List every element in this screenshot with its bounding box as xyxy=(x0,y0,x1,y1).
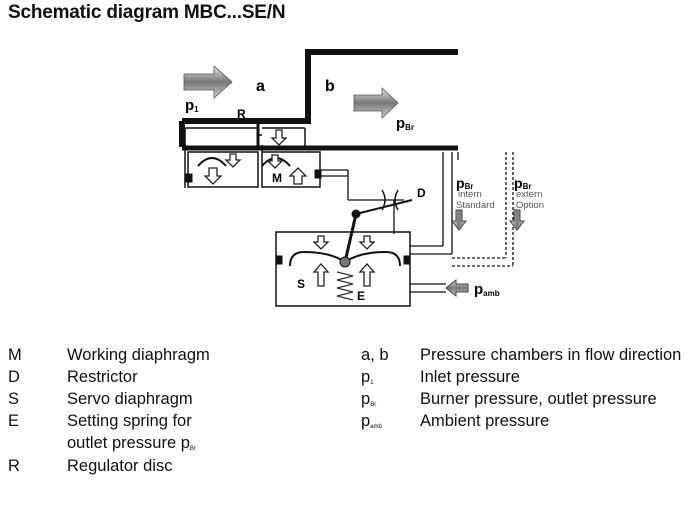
outlet-flow-arrow xyxy=(353,87,399,119)
legend-desc: Restrictor xyxy=(67,368,138,386)
label-p1: p1 xyxy=(185,97,199,114)
label-pbr-intern: pBr xyxy=(456,175,473,191)
label-pbr-extern: pBr xyxy=(514,175,531,191)
label-e: E xyxy=(357,289,365,303)
inlet-flow-arrow xyxy=(183,65,233,99)
legend-key: p1 xyxy=(361,368,374,386)
legend-desc: Pressure chambers in flow direction xyxy=(420,346,682,364)
lever xyxy=(339,199,413,268)
setting-spring xyxy=(336,271,354,301)
label-a: a xyxy=(256,78,265,95)
legend-key: M xyxy=(8,346,22,364)
impulse-lines xyxy=(320,147,514,293)
label-pbr-outlet: pBr xyxy=(396,115,414,132)
legend-desc: Working diaphragm xyxy=(67,346,210,364)
label-pamb: pamb xyxy=(474,281,500,298)
page-title: Schematic diagram MBC...SE/N xyxy=(8,2,286,23)
chamber-arrows xyxy=(203,129,308,185)
legend-desc: Ambient pressure xyxy=(420,412,550,430)
legend-key: D xyxy=(8,368,20,386)
impulse-arrow-intern xyxy=(450,209,468,231)
label-m: M xyxy=(272,171,282,185)
legend-desc-continued: outlet pressure pBr xyxy=(67,434,196,452)
legend-key: E xyxy=(8,412,20,430)
label-option: Option xyxy=(516,200,544,211)
label-d: D xyxy=(417,186,426,200)
servo-arrows xyxy=(312,235,376,287)
label-standard: Standard xyxy=(456,200,495,211)
legend-desc: Regulator disc xyxy=(67,457,173,475)
label-b: b xyxy=(325,78,335,95)
label-r: R xyxy=(237,107,246,121)
legend-key: pBr xyxy=(361,390,377,408)
legend-desc: Inlet pressure xyxy=(420,368,520,386)
legend-key: a, b xyxy=(361,346,389,364)
legend-desc: Servo diaphragm xyxy=(67,390,193,408)
legend-desc: Setting spring for xyxy=(67,412,192,430)
legend-desc: Burner pressure, outlet pressure xyxy=(420,390,657,408)
restrictor xyxy=(381,189,399,211)
legend-key: R xyxy=(8,457,20,475)
impulse-arrow-extern xyxy=(508,209,526,231)
ambient-pressure-arrow xyxy=(445,278,469,298)
label-intern: intern xyxy=(458,189,482,200)
label-extern: extern xyxy=(516,189,542,200)
legend-key: pamb xyxy=(361,412,382,430)
label-s: S xyxy=(297,277,305,291)
schematic-diagram: a b R M D S E p1 pBr pBr intern Standard… xyxy=(179,49,544,307)
legend-key: S xyxy=(8,390,20,408)
valve-housing xyxy=(179,49,458,188)
